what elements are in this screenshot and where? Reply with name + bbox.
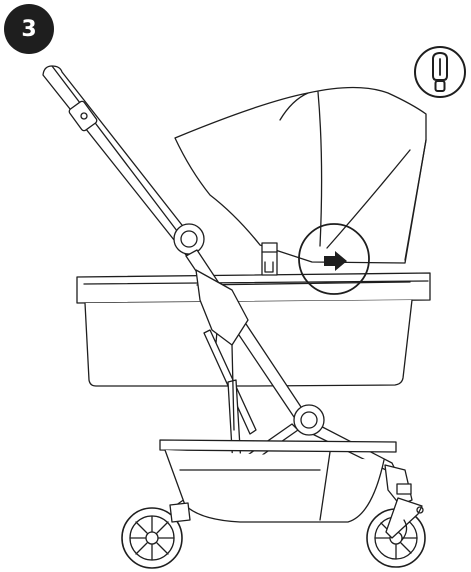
adapter-clip (261, 242, 278, 276)
rear-wheel (366, 508, 426, 568)
upper-hinge (173, 223, 205, 255)
highlight-circle (298, 223, 370, 295)
push-handle (42, 65, 201, 256)
front-fork (169, 502, 191, 523)
carrycot (76, 272, 431, 387)
rear-leg (385, 497, 424, 541)
step-number-badge: 3 (4, 4, 54, 54)
canopy (174, 86, 427, 264)
zipper-pull-icon (414, 46, 466, 98)
step-number: 3 (21, 16, 37, 42)
middle-hinge (293, 404, 325, 436)
front-wheel (121, 507, 183, 569)
shopping-basket (159, 439, 397, 523)
right-arrow-icon (324, 251, 347, 271)
